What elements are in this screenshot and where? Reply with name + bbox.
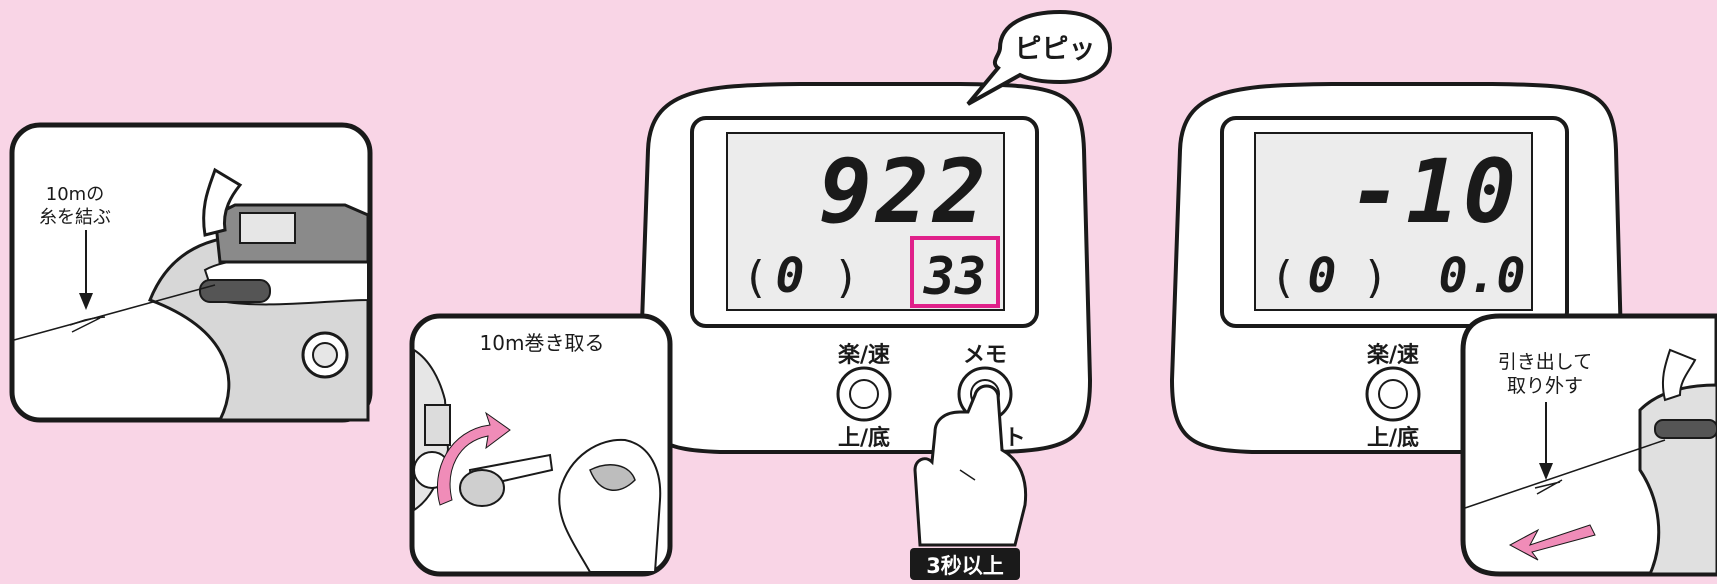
paren-close-right: ) [1362,252,1389,303]
memo-button-label: メモ [963,343,1007,368]
speed-button-label-right: 楽/速 [1367,342,1419,368]
speech-bubble-text: ピピッ [1015,34,1096,65]
hold-duration-badge: 3秒以上 [910,548,1020,580]
tie-caption-line2: 糸を結ぶ [39,207,111,228]
speed-bottom-button[interactable] [836,366,892,422]
pressing-finger [913,384,1028,547]
paren-open-right: ( [1270,252,1297,303]
remove-caption-line2: 取り外す [1507,375,1583,397]
memo-highlight-box [910,236,1000,308]
memo-value-right: 0.0 [1439,248,1526,304]
bottom-button-label-right: 上/底 [1367,425,1419,451]
sub-value-right: 0 [1308,248,1337,304]
speed-bottom-button-right[interactable] [1365,366,1421,422]
remove-caption-line1: 引き出して [1498,351,1592,373]
panel-wind-line: 10m巻き取る [409,313,673,577]
tie-caption-line1: 10mの [46,184,104,205]
main-value: 922 [819,140,990,243]
wind-caption: 10m巻き取る [480,331,605,355]
sub-value: 0 [776,248,805,304]
memo-value: 33 [923,247,987,307]
counter-display-left: 922 ( 0 ) 33 楽/速 上/底 メモ 0セット [637,82,1093,454]
main-value-right: -10 [1349,140,1520,243]
speed-button-label: 楽/速 [838,342,890,368]
panel-remove-line: 引き出して 取り外す [1460,313,1717,577]
bottom-button-label: 上/底 [838,425,890,451]
panel-tie-line: 10mの 糸を結ぶ [9,122,373,423]
paren-open: ( [742,252,769,303]
hold-duration-text: 3秒以上 [926,554,1004,578]
speech-bubble: ピピッ [966,9,1113,106]
paren-close: ) [833,252,860,303]
